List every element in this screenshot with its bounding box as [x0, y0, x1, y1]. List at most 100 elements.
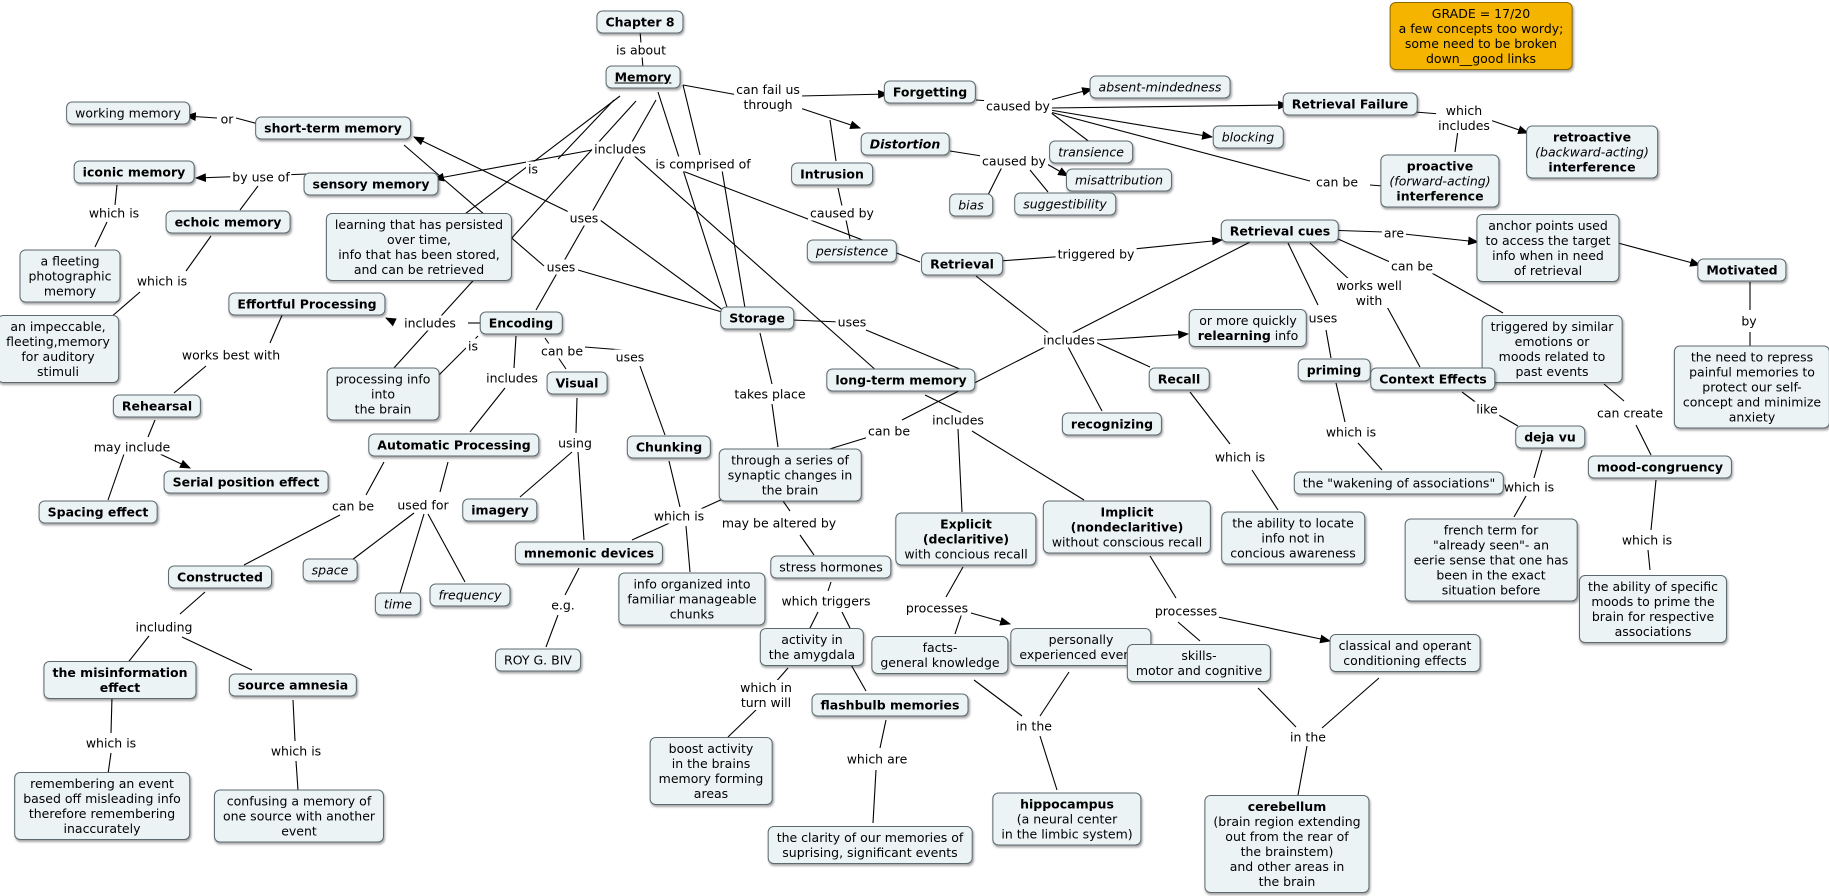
text-line: deja vu	[1524, 429, 1576, 445]
text-line: in the brains	[671, 756, 751, 771]
concept-recall[interactable]: Recall	[1148, 367, 1210, 391]
concept-visual[interactable]: Visual	[546, 371, 608, 395]
concept-mood-congruency[interactable]: mood-congruency	[1587, 455, 1733, 479]
concept-recognizing[interactable]: recognizing	[1061, 412, 1163, 436]
concept-memory[interactable]: Memory	[605, 65, 681, 89]
concept-bias[interactable]: bias	[949, 193, 993, 217]
concept-source-amnesia[interactable]: source amnesia	[228, 673, 358, 697]
concept-facts[interactable]: facts-general knowledge	[871, 636, 1009, 674]
concept-intrusion[interactable]: Intrusion	[791, 162, 873, 186]
text-line: interference	[1548, 159, 1636, 175]
concept-deja-vu[interactable]: deja vu	[1515, 425, 1585, 449]
concept-suggestibility[interactable]: suggestibility	[1014, 192, 1116, 216]
concept-effortful[interactable]: Effortful Processing	[228, 292, 386, 316]
text-line: source amnesia	[237, 677, 349, 693]
link-line	[1029, 169, 1049, 193]
concept-motivated[interactable]: Motivated	[1697, 258, 1787, 282]
link-line	[1635, 424, 1652, 456]
link-line	[519, 451, 573, 498]
concept-time[interactable]: time	[374, 592, 422, 616]
concept-serial[interactable]: Serial position effect	[163, 470, 329, 494]
concept-persistence[interactable]: persistence	[806, 239, 898, 263]
concept-encoding[interactable]: Encoding	[479, 311, 563, 335]
concept-frequency[interactable]: frequency	[429, 583, 511, 607]
concept-misattribution[interactable]: misattribution	[1065, 168, 1173, 192]
concept-retrieval-failure[interactable]: Retrieval Failure	[1282, 92, 1418, 116]
concept-stm[interactable]: short-term memory	[255, 116, 411, 140]
link-line	[110, 696, 113, 734]
concept-retroactive[interactable]: retroactive(backward-acting)interference	[1526, 125, 1658, 179]
concept-automatic[interactable]: Automatic Processing	[368, 433, 540, 457]
concept-sensory[interactable]: sensory memory	[303, 172, 439, 196]
text-line: classical and operant	[1338, 638, 1472, 653]
concept-proactive[interactable]: proactive(forward-acting)interference	[1380, 154, 1500, 208]
concept-flashbulb[interactable]: flashbulb memories	[811, 693, 969, 717]
concept-chapter8[interactable]: Chapter 8	[596, 10, 684, 34]
concept-space[interactable]: space	[302, 558, 358, 582]
text-line: learning that has persisted	[334, 217, 504, 232]
concept-retrieval-cues[interactable]: Retrieval cues	[1220, 219, 1340, 243]
concept-storage[interactable]: Storage	[720, 306, 794, 330]
concept-priming[interactable]: priming	[1297, 358, 1371, 382]
concept-explicit[interactable]: Explicit(declaritive)with concious recal…	[895, 512, 1037, 566]
concept-blocking[interactable]: blocking	[1212, 125, 1284, 149]
concept-spacing[interactable]: Spacing effect	[38, 500, 158, 524]
link-line	[827, 581, 832, 592]
text-line: processes	[905, 600, 969, 616]
link-label-which-triggers: which triggers	[779, 593, 873, 609]
concept-imagery[interactable]: imagery	[462, 498, 538, 522]
concept-distortion[interactable]: Distortion	[860, 132, 950, 156]
link-line	[1403, 233, 1480, 246]
link-label-which-is-6: which is	[651, 508, 707, 524]
link-line	[535, 99, 657, 311]
concept-skills[interactable]: skills-motor and cognitive	[1126, 644, 1272, 682]
concept-roygbiv[interactable]: ROY G. BIV	[495, 648, 581, 672]
concept-implicit[interactable]: Implicit(nondeclaritive)without consciou…	[1042, 500, 1212, 554]
link-line	[954, 612, 963, 635]
concept-absent[interactable]: absent-mindedness	[1089, 75, 1231, 99]
concept-forgetting[interactable]: Forgetting	[883, 80, 977, 104]
concept-ltm[interactable]: long-term memory	[826, 368, 976, 392]
concept-constructed[interactable]: Constructed	[168, 565, 272, 589]
concept-mnemonic[interactable]: mnemonic devices	[514, 541, 664, 565]
concept-transience[interactable]: transience	[1049, 140, 1133, 164]
text-line: which	[1445, 103, 1483, 118]
text-line: situation before	[1441, 582, 1541, 598]
concept-iconic[interactable]: iconic memory	[73, 160, 195, 184]
concept-context[interactable]: Context Effects	[1370, 367, 1496, 391]
text-line: Storage	[729, 310, 785, 326]
concept-wakening[interactable]: the "wakening of associations"	[1293, 471, 1505, 495]
concept-echoic[interactable]: echoic memory	[165, 210, 291, 234]
concept-rehearsal[interactable]: Rehearsal	[112, 394, 202, 418]
concept-retrieval[interactable]: Retrieval	[921, 252, 1003, 276]
concept-working-memory[interactable]: working memory	[66, 101, 190, 125]
concept-stress[interactable]: stress hormones	[770, 555, 892, 579]
concept-chunking[interactable]: Chunking	[626, 435, 712, 459]
text-line: used for	[397, 497, 449, 513]
